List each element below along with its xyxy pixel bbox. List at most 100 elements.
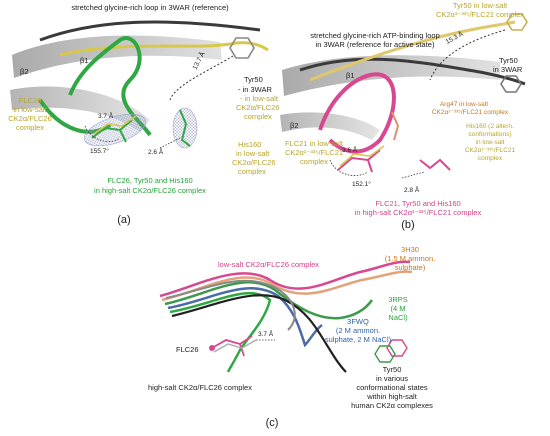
panel-a-dist-26: 2.6 Å	[148, 147, 164, 156]
svg-text:His160: His160	[238, 140, 261, 149]
svg-text:CK2α¹⁻³³⁵/FLC21 complex: CK2α¹⁻³³⁵/FLC21 complex	[432, 109, 509, 116]
panel-b-tyr50-3war-ring	[500, 75, 522, 93]
svg-text:in low-salt: in low-salt	[236, 149, 270, 158]
panel-c-3fwq-label: 3FWQ (2 M ammon. sulphate, 2 M NaCl)	[325, 317, 392, 344]
panel-b-dist-28	[401, 171, 425, 179]
panel-b-beta2: β2	[290, 121, 299, 130]
svg-text:CK2α¹⁻³³⁵/FLC21: CK2α¹⁻³³⁵/FLC21	[465, 147, 516, 154]
panel-a-his160-sticks	[179, 109, 191, 147]
panel-b-beta-sheet-lower	[280, 112, 380, 140]
panel-a-high-salt-label: FLC26, Tyr50 and His160 in high-salt CK2…	[94, 176, 206, 195]
panel-a-dist-26	[159, 137, 181, 149]
panel-b-flc21-sticks	[337, 149, 381, 173]
panel-c-3rps-label: 3RPS (4 M NaCl)	[388, 295, 408, 322]
panel-c-trace-low-salt	[159, 260, 411, 298]
svg-text:conformational states: conformational states	[356, 383, 428, 392]
panel-c: low-salt CK2α/FLC26 complex 3H30 (1.5 M …	[148, 245, 435, 429]
panel-b-flc21-low-label: FLC21 in low-salt CK2α¹⁻³³⁵/FLC21 comple…	[285, 139, 344, 166]
panel-c-high-salt-label: high-salt CK2α/FLC26 complex	[148, 383, 252, 392]
panel-a-beta-sheet-lower	[10, 86, 150, 132]
svg-text:Tyr50: Tyr50	[244, 75, 263, 84]
svg-text:within high-salt: within high-salt	[366, 392, 418, 401]
svg-text:FLC21, Tyr50 and His160: FLC21, Tyr50 and His160	[375, 199, 460, 208]
panel-b-dist-36: 3.6 Å	[342, 145, 358, 154]
svg-text:in 3WAR: in 3WAR	[493, 65, 523, 74]
svg-text:Tyr50: Tyr50	[383, 365, 402, 374]
svg-text:FLC21 in low-salt: FLC21 in low-salt	[285, 139, 344, 148]
panel-b-flc21-yellow-sticks	[339, 145, 385, 167]
svg-text:conformations): conformations)	[469, 131, 512, 138]
panel-b-his160-sticks	[419, 158, 451, 171]
panel-a-tyr50-label: Tyr50 - in 3WAR - in low-salt CK2α/FLC26…	[236, 75, 280, 121]
panel-a-high-salt-loop	[68, 36, 152, 137]
svg-text:complex: complex	[244, 112, 272, 121]
panel-a-angle-1557: 155.7°	[90, 147, 109, 155]
svg-text:(1.5 M ammon.: (1.5 M ammon.	[385, 254, 435, 263]
svg-text:Tyr50: Tyr50	[499, 56, 518, 65]
panel-a-low-salt-loop	[59, 41, 269, 57]
svg-text:FLC26: FLC26	[19, 96, 42, 105]
panel-c-low-salt-label: low-salt CK2α/FLC26 complex	[218, 260, 319, 269]
panel-b-arg47-label: Arg47 in low-salt CK2α¹⁻³³⁵/FLC21 comple…	[432, 101, 509, 116]
panel-c-dist-37: 3.7 Å	[258, 329, 274, 338]
panel-b-label: (b)	[401, 219, 414, 231]
svg-text:sulphate): sulphate)	[395, 263, 426, 272]
panel-b-beta-sheet	[282, 55, 500, 96]
panel-c-3h30-label: 3H30 (1.5 M ammon. sulphate)	[385, 245, 435, 272]
panel-c-flc26-label: FLC26	[176, 345, 199, 354]
panel-c-label: (c)	[266, 417, 279, 429]
svg-text:complex: complex	[16, 123, 44, 132]
panel-a-dist-137-arc	[169, 55, 234, 101]
svg-text:in low-salt: in low-salt	[13, 105, 47, 114]
panel-b-tyr50-low-ring	[506, 13, 528, 31]
panel-b-arg47-sticks	[391, 111, 400, 141]
panel-a-ref-loop-label: stretched glycine-rich loop in 3WAR (ref…	[71, 3, 229, 12]
svg-text:human CK2α complexes: human CK2α complexes	[351, 401, 433, 410]
panel-b-reference-loop	[299, 57, 526, 86]
panel-b-dist-153-arc	[429, 29, 506, 81]
panel-c-flc26-sticks	[211, 335, 253, 357]
svg-text:CK2α/FLC26: CK2α/FLC26	[232, 158, 276, 167]
panel-b-dist-28: 2.8 Å	[404, 185, 420, 194]
svg-text:CK2α¹⁻³³⁵/FLC21 complex: CK2α¹⁻³³⁵/FLC21 complex	[436, 10, 524, 19]
panel-c-trace-3rps	[164, 281, 374, 320]
panel-c-trace-3h30	[161, 270, 413, 302]
svg-text:in various: in various	[376, 374, 408, 383]
panel-b-his160-label: His160 (2 altern. conformations) in low-…	[465, 123, 516, 162]
panel-a-reference-loop	[39, 20, 261, 42]
svg-text:- in 3WAR: - in 3WAR	[238, 85, 272, 94]
svg-text:complex: complex	[478, 155, 503, 162]
panel-b-low-salt-loop	[309, 20, 516, 82]
panel-c-tyr50-ring-green	[374, 345, 396, 363]
panel-b-high-salt-loop	[318, 72, 396, 154]
panel-c-trace-3fwq	[167, 287, 323, 348]
panel-a-beta2: β2	[20, 67, 29, 76]
svg-text:CK2α/FLC26: CK2α/FLC26	[236, 103, 280, 112]
svg-text:CK2α¹⁻³³⁵/FLC21: CK2α¹⁻³³⁵/FLC21	[285, 148, 343, 157]
panel-c-flc26-atom	[209, 345, 215, 351]
svg-text:(2 M ammon.: (2 M ammon.	[336, 326, 380, 335]
svg-text:stretched glycine-rich ATP-bin: stretched glycine-rich ATP-binding loop	[310, 31, 440, 40]
svg-text:FLC26, Tyr50 and His160: FLC26, Tyr50 and His160	[107, 176, 192, 185]
panel-c-tyr50-ring-pink	[386, 339, 408, 357]
panel-b-tyr50-3war-label: Tyr50 in 3WAR	[493, 56, 523, 74]
svg-text:NaCl): NaCl)	[388, 313, 408, 322]
svg-text:Arg47 in low-salt: Arg47 in low-salt	[440, 101, 488, 108]
panel-a-flc26-sticks	[91, 119, 133, 143]
svg-text:3FWQ: 3FWQ	[347, 317, 369, 326]
panel-a-flc26-low-label: FLC26 in low-salt CK2α/FLC26 complex	[8, 96, 52, 132]
panel-b-beta1: β1	[346, 71, 355, 80]
svg-text:Tyr50 in low-salt: Tyr50 in low-salt	[453, 1, 508, 10]
svg-text:in high-salt CK2α/FLC26 comple: in high-salt CK2α/FLC26 complex	[94, 186, 206, 195]
panel-a: stretched glycine-rich loop in 3WAR (ref…	[8, 3, 279, 226]
svg-text:- in low-salt: - in low-salt	[240, 94, 279, 103]
panel-a-flc26-yellow-sticks	[93, 115, 137, 135]
panel-a-dist-37: 3.7 Å	[98, 111, 114, 120]
svg-text:in high-salt CK2α¹⁻³³⁵/FLC21 c: in high-salt CK2α¹⁻³³⁵/FLC21 complex	[355, 208, 482, 217]
panel-c-flc26-gray-sticks	[213, 339, 257, 353]
svg-text:His160 (2 altern.: His160 (2 altern.	[466, 123, 514, 130]
panel-a-tyr50-ring	[229, 37, 255, 59]
panel-b-high-salt-label: FLC21, Tyr50 and His160 in high-salt CK2…	[355, 199, 482, 217]
panel-a-label: (a)	[117, 214, 130, 226]
